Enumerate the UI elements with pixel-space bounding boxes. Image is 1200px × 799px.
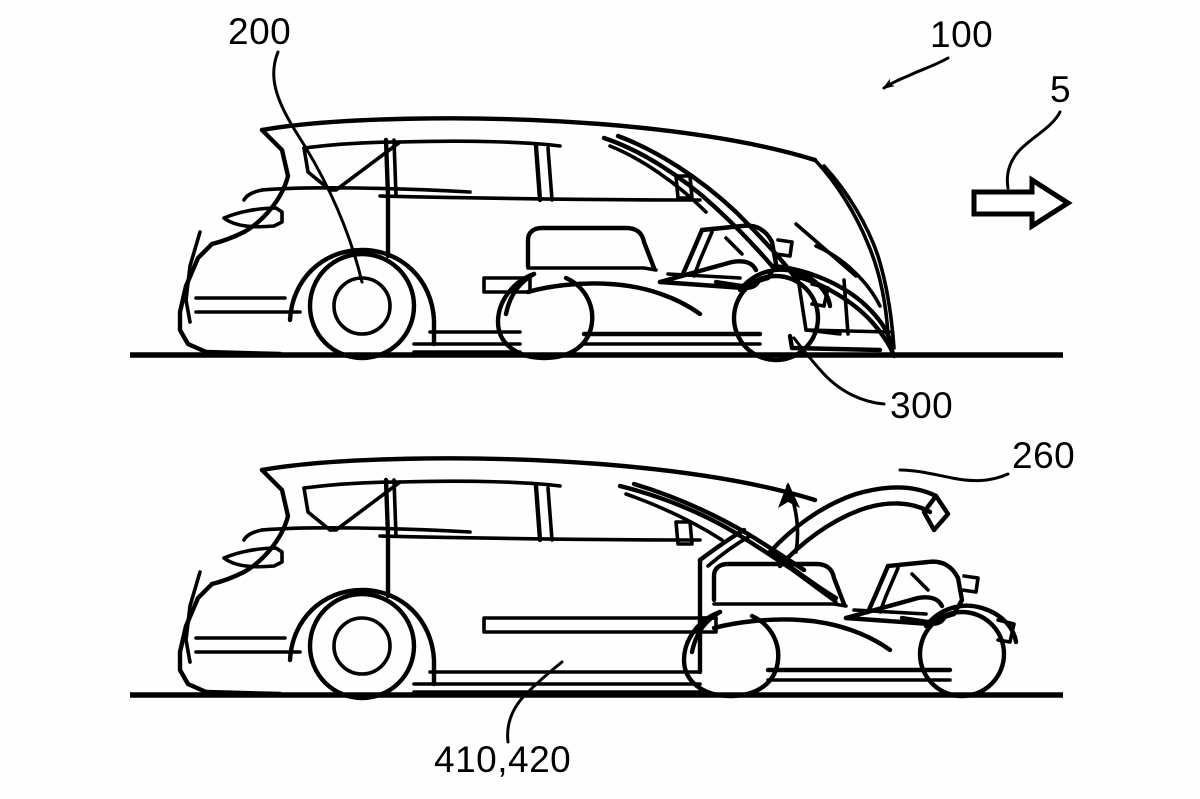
canopy-closed-upper <box>601 133 797 279</box>
ref-text-100: 100 <box>930 14 993 55</box>
leader-line-260 <box>898 468 1010 483</box>
vehicle-body-lower <box>177 456 818 701</box>
leader-line-100 <box>882 56 950 90</box>
leader-line-5 <box>1005 110 1062 190</box>
ref-label-5: 5 <box>1005 69 1071 190</box>
motorcycle-upper <box>495 223 833 363</box>
ref-text-200: 200 <box>228 11 291 52</box>
motorcycle-lower <box>681 559 1019 699</box>
ref-label-200: 200 <box>228 11 364 284</box>
leader-line-200 <box>272 50 364 284</box>
canopy-open-lower <box>617 481 951 604</box>
ref-label-410-420: 410,420 <box>434 660 571 780</box>
ref-label-300: 300 <box>792 336 953 426</box>
rail-410 <box>482 616 718 634</box>
ref-text-410-420: 410,420 <box>434 739 571 780</box>
upper-panel: 200 100 5 300 <box>130 11 1073 426</box>
rail-assembly-upper <box>482 276 532 294</box>
ref-text-300: 300 <box>890 385 953 426</box>
ref-label-260: 260 <box>898 435 1075 483</box>
leader-line-300 <box>792 336 886 406</box>
direction-of-travel-arrow <box>971 175 1073 231</box>
lower-panel: 260 410,420 <box>130 435 1075 780</box>
ref-text-260: 260 <box>1012 435 1075 476</box>
canopy-rotation-arrow <box>778 482 800 554</box>
ref-label-100: 100 <box>882 14 993 90</box>
ref-text-5: 5 <box>1050 69 1071 110</box>
leader-line-410-420 <box>506 660 564 744</box>
vehicle-body-upper <box>177 116 897 361</box>
